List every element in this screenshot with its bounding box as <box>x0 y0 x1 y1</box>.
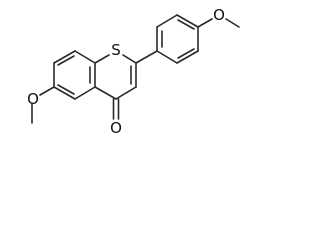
bond <box>197 18 213 28</box>
methoxy-group-core <box>31 86 55 124</box>
bond <box>122 54 137 64</box>
bond <box>156 14 178 28</box>
phenyl-ring <box>135 14 199 64</box>
sulfur-atom-label: S <box>111 41 121 59</box>
double-bond-inner <box>57 84 75 95</box>
bond <box>39 86 55 96</box>
carbonyl-oxygen-label: O <box>110 119 122 137</box>
methoxy-oxygen-core-label: O <box>27 90 39 108</box>
benzo-ring <box>53 50 96 100</box>
bond <box>74 50 96 64</box>
bond <box>94 54 110 64</box>
bond <box>53 50 76 64</box>
methoxy-group-aryl <box>197 18 240 28</box>
methoxy-oxygen-aryl-label: O <box>213 6 225 24</box>
double-bond-inner <box>177 19 195 30</box>
bond <box>225 18 240 28</box>
bond <box>74 86 96 100</box>
bond <box>94 86 117 100</box>
bond <box>53 86 76 100</box>
double-bond-inner <box>177 48 195 59</box>
chemical-structure-diagram: S O O O <box>27 6 240 137</box>
bond <box>156 50 178 64</box>
bond <box>135 50 158 64</box>
double-bond-inner <box>57 55 75 66</box>
bond <box>176 50 199 64</box>
bond <box>115 86 137 100</box>
thiopyranone-ring <box>94 54 137 120</box>
bond <box>176 14 199 28</box>
